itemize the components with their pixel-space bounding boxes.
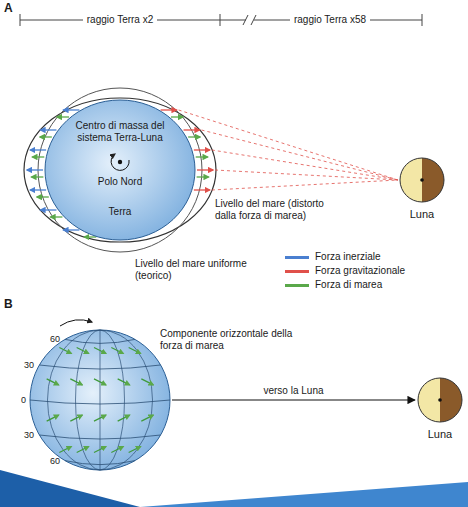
- distorted-sea-level: [24, 98, 216, 242]
- gravity-force-arrow: [161, 109, 177, 110]
- inertial-force-arrow: [40, 209, 56, 210]
- tidal-force-arrow: [40, 136, 52, 137]
- dimension-label: raggio Terra x58: [290, 14, 370, 26]
- uniform-sea-level: [38, 88, 202, 252]
- legend-text: Forza gravitazionale: [315, 265, 405, 277]
- sea-level-label: Livello del mare (distorto dalla forza d…: [215, 198, 327, 222]
- tidal-force-arrow: [57, 116, 69, 117]
- tidal-force-arrow: [188, 136, 200, 137]
- legend-swatch: [285, 284, 309, 287]
- panel-letter: A: [4, 2, 18, 14]
- latitude-label: 60: [44, 333, 60, 345]
- panel-letter: B: [4, 298, 18, 310]
- gravity-line: [202, 130, 398, 180]
- legend-row: Forza di marea: [285, 278, 455, 292]
- figure-label: Terra: [95, 206, 145, 218]
- moon-figure: Luna: [400, 158, 444, 224]
- gravity-line: [215, 170, 398, 180]
- moon-figure: Luna: [418, 378, 462, 444]
- earth-figure: Centro di massa del sistema Terra-LunaPo…: [45, 100, 195, 240]
- connector-label: verso la Luna: [260, 385, 326, 397]
- tidal-force-arrow: [171, 116, 183, 117]
- decor-band: [0, 470, 140, 507]
- tidal-force-arrow: [197, 176, 209, 177]
- tidal-force-arrow: [37, 196, 49, 197]
- latitude-label: 30: [18, 429, 34, 441]
- latitude-label: 60: [44, 455, 60, 467]
- tidal-force-arrow: [31, 176, 43, 177]
- gravity-force-arrow: [194, 149, 210, 150]
- inertial-force-arrow: [63, 109, 79, 110]
- legend-text: Forza inerziale: [315, 251, 381, 263]
- legend-row: Forza gravitazionale: [285, 264, 455, 278]
- gravity-line: [212, 150, 398, 180]
- inertial-force-arrow: [30, 189, 46, 190]
- figure-heading: Componente orizzontale della forza di ma…: [160, 328, 310, 352]
- gravity-line: [212, 180, 398, 190]
- legend-text: Forza di marea: [315, 279, 382, 291]
- gravity-force-arrow: [184, 129, 200, 130]
- inertial-force-arrow: [40, 129, 56, 130]
- earth-globe: Componente orizzontale della forza di ma…: [30, 330, 170, 470]
- latitude-label: 30: [18, 359, 34, 371]
- gravity-force-arrow: [197, 169, 213, 170]
- tidal-force-arrow: [32, 156, 44, 157]
- dimension-line: [20, 14, 422, 26]
- figure-label: Luna: [410, 428, 468, 440]
- tidal-force-arrow: [196, 156, 208, 157]
- figure-label: Luna: [392, 208, 452, 220]
- gravity-line: [179, 110, 398, 180]
- figure-label: Centro di massa del sistema Terra-Luna: [70, 120, 170, 144]
- sea-level-label: Livello del mare uniforme (teorico): [135, 258, 267, 282]
- earth-globe-outline: [30, 330, 170, 470]
- legend: Forza inerzialeForza gravitazionaleForza…: [285, 250, 455, 292]
- tidal-force-arrow: [50, 216, 62, 217]
- inertial-force-arrow: [63, 229, 79, 230]
- decor-band: [140, 482, 468, 507]
- legend-swatch: [285, 256, 309, 259]
- legend-swatch: [285, 270, 309, 273]
- figure-label: Polo Nord: [90, 176, 150, 188]
- latitude-label: 0: [12, 394, 26, 406]
- legend-row: Forza inerziale: [285, 250, 455, 264]
- connector-arrow: [172, 399, 415, 400]
- dimension-label: raggio Terra x2: [83, 14, 158, 26]
- inertial-force-arrow: [30, 149, 46, 150]
- gravity-force-arrow: [194, 189, 210, 190]
- inertial-force-arrow: [27, 169, 43, 170]
